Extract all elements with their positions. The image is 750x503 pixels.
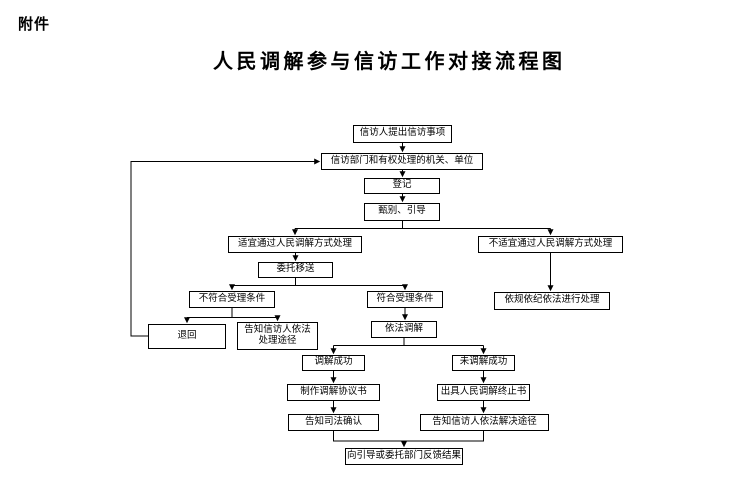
node-petition-authority: 信访部门和有权处理的机关、单位 [321, 153, 483, 170]
node-suitable-mediation: 适宜通过人民调解方式处理 [228, 236, 362, 253]
node-unsuitable-mediation: 不适宜通过人民调解方式处理 [478, 236, 623, 253]
node-make-agreement: 制作调解协议书 [287, 384, 380, 401]
node-inform-resolution: 告知信访人依法解决途径 [420, 414, 549, 431]
node-mediate-by-law: 依法调解 [371, 321, 437, 338]
node-not-meet-conditions: 不符合受理条件 [189, 291, 275, 308]
node-screen-guide: 甄别、引导 [364, 203, 440, 221]
page-title: 人民调解参与信访工作对接流程图 [213, 51, 566, 73]
node-return: 退回 [148, 324, 226, 349]
node-register: 登记 [364, 178, 440, 194]
node-entrust-transfer: 委托移送 [258, 262, 333, 278]
node-meet-conditions: 符合受理条件 [367, 291, 443, 308]
node-judicial-confirmation: 告知司法确认 [288, 414, 379, 431]
node-mediation-success: 调解成功 [302, 355, 365, 371]
node-feedback-result: 向引导或委托部门反馈结果 [345, 448, 463, 465]
node-inform-legal-channels: 告知信访人依法 处理途径 [237, 322, 318, 350]
node-petition-submitted: 信访人提出信访事项 [353, 125, 452, 143]
node-issue-termination: 出具人民调解终止书 [437, 384, 530, 401]
attachment-label: 附件 [18, 17, 51, 33]
node-handle-by-rules: 依规依纪依法进行处理 [494, 292, 610, 310]
node-mediation-fail: 未调解成功 [452, 355, 515, 371]
